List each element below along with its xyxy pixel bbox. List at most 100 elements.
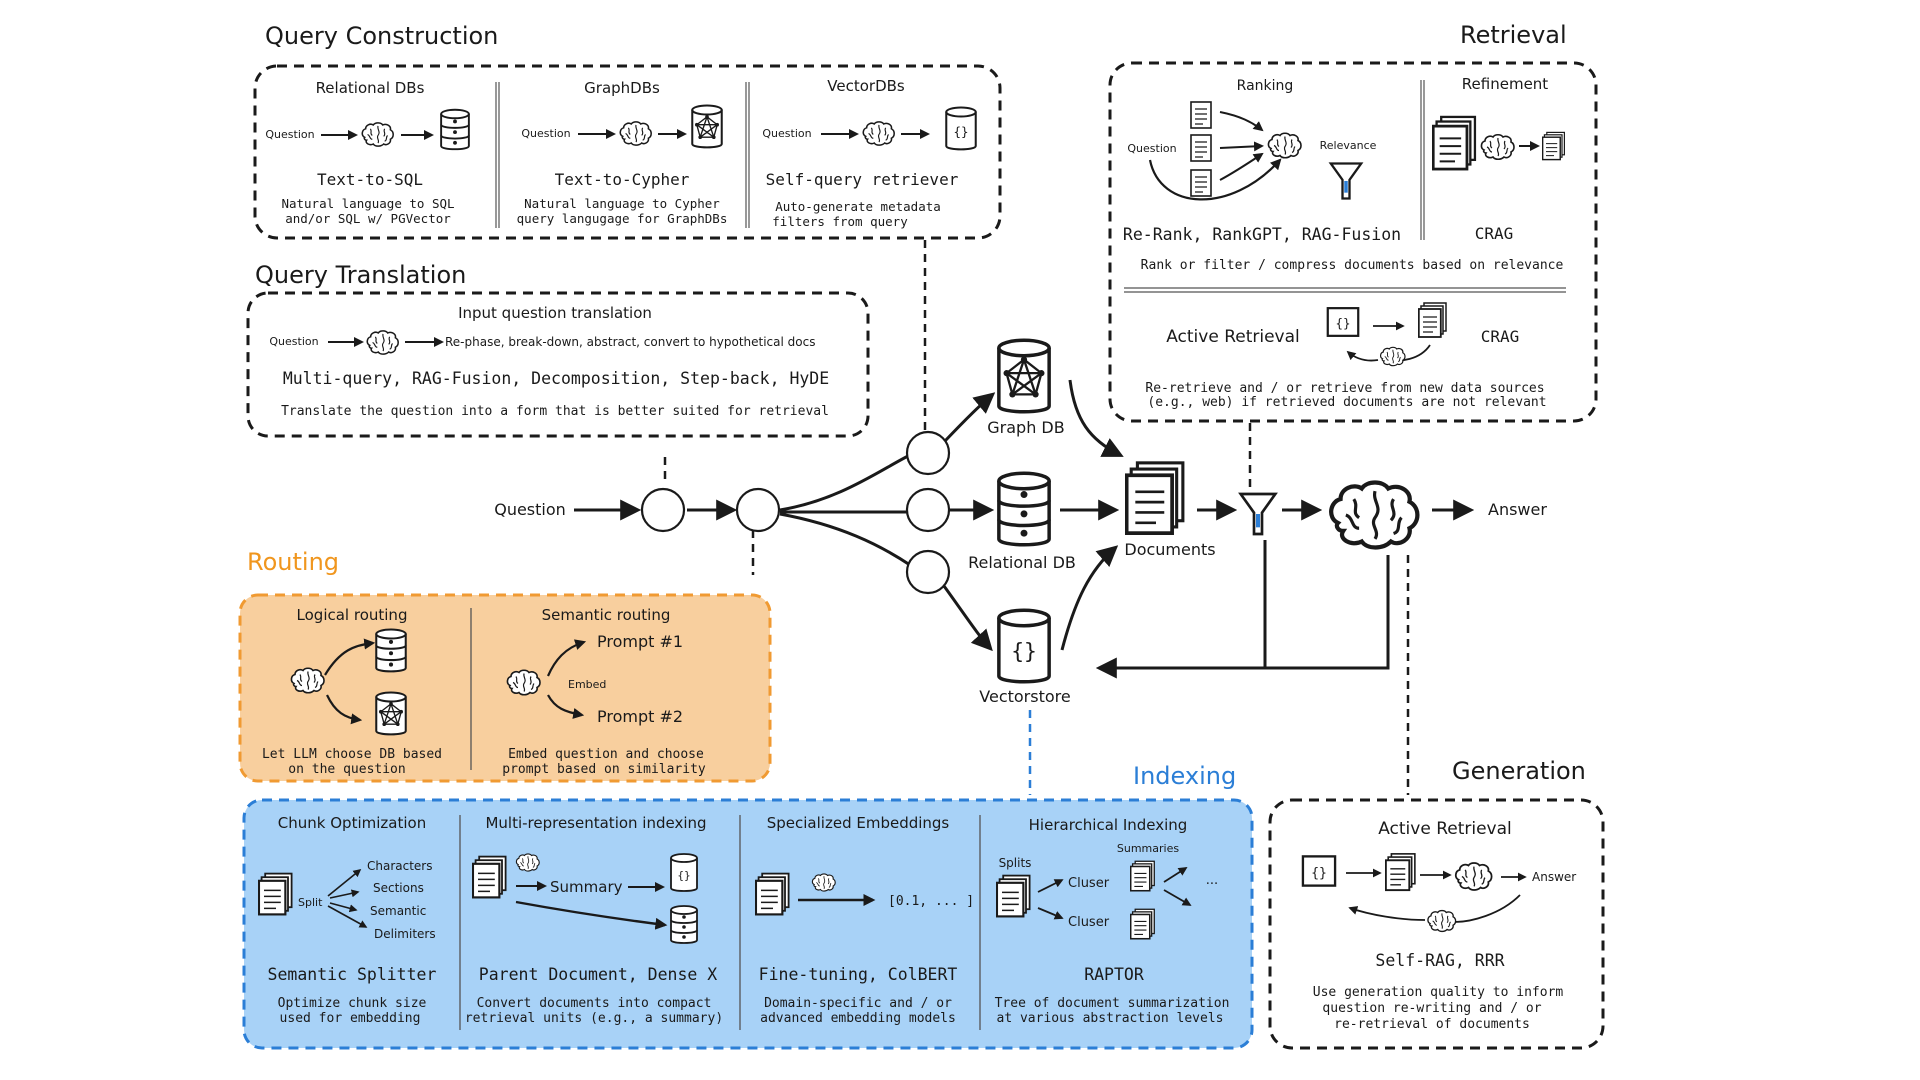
query-translation-panel: Input question translation Question Re-p…: [246, 291, 870, 438]
center-vectorstore: Vectorstore: [979, 687, 1070, 706]
filter-funnel-icon: [1239, 492, 1277, 536]
graph-database-icon: [691, 104, 723, 149]
document-icon: [1190, 134, 1212, 162]
qc-relational-question: Question: [265, 128, 314, 141]
idx-multi-desc1: Convert documents into compact: [477, 996, 712, 1011]
qc-graph-header: GraphDBs: [584, 79, 660, 97]
qt-methods: Multi-query, RAG-Fusion, Decomposition, …: [283, 369, 829, 388]
idx-chunk-split: Split: [298, 896, 323, 909]
brain-icon: [1267, 132, 1302, 159]
qc-graph-question: Question: [521, 127, 570, 140]
idx-hier-method: RAPTOR: [1084, 965, 1144, 984]
document-icon: [1190, 169, 1212, 197]
idx-chunk-method: Semantic Splitter: [268, 965, 437, 984]
idx-chunk-item-3: Delimiters: [374, 927, 436, 941]
idx-multi-desc2: retrieval units (e.g., a summary): [465, 1011, 723, 1026]
qc-relational-method: Text-to-SQL: [317, 170, 423, 189]
documents-icon: [996, 874, 1031, 918]
route-node-graph: [905, 430, 951, 476]
llm-brain-icon: [1331, 483, 1417, 548]
qc-relational-desc1: Natural language to SQL: [281, 196, 454, 211]
gen-desc1: Use generation quality to inform: [1313, 985, 1564, 1000]
database-icon: [375, 628, 407, 673]
ret-active-desc1: Re-retrieve and / or retrieve from new d…: [1145, 381, 1544, 396]
qt-question: Question: [269, 335, 318, 348]
brain-icon: [1379, 346, 1406, 367]
qc-vector-desc2: filters from query: [772, 214, 908, 229]
brain-icon: [361, 122, 394, 147]
idx-hier-desc1: Tree of document summarization: [995, 996, 1230, 1011]
documents-icon: [755, 872, 790, 916]
ret-active-label: Active Retrieval: [1166, 327, 1300, 347]
routing-logical-header: Logical routing: [297, 606, 408, 624]
center-answer: Answer: [1488, 500, 1547, 519]
routing-semantic-header: Semantic routing: [542, 606, 671, 624]
gen-header: Active Retrieval: [1378, 819, 1512, 839]
ret-ranking: Ranking: [1237, 78, 1294, 94]
qt-desc: Translate the question into a form that …: [281, 404, 829, 419]
indexing-panel: Chunk Optimization Split Characters Sect…: [242, 798, 1254, 1050]
documents-icon: [1130, 860, 1156, 892]
gen-answer: Answer: [1532, 870, 1576, 884]
center-graph-db: Graph DB: [987, 418, 1064, 437]
documents-icon: [1385, 852, 1416, 892]
retrieval-panel: Ranking Refinement Question Relevance Re…: [1108, 61, 1598, 423]
title-retrieval: Retrieval: [1460, 21, 1567, 49]
routing-embed: Embed: [568, 678, 606, 691]
ret-question: Question: [1127, 142, 1176, 155]
qc-vector-desc1: Auto-generate metadata: [775, 199, 941, 214]
qc-graph-desc1: Natural language to Cypher: [524, 196, 720, 211]
brain-icon: [862, 121, 895, 146]
qc-graph-method: Text-to-Cypher: [555, 170, 690, 189]
idx-hier-cluster2: Cluser: [1068, 915, 1110, 930]
route-node-relational: [905, 487, 951, 533]
qc-relational-header: Relational DBs: [316, 79, 425, 97]
generation-panel: Active Retrieval Answer Self-RAG, RRR Us…: [1268, 798, 1605, 1050]
brain-icon: [515, 853, 540, 872]
vectorstore-icon: [996, 608, 1052, 684]
document-icon: [1190, 101, 1212, 129]
brain-icon: [506, 669, 541, 696]
funnel-icon: [1329, 162, 1363, 200]
documents-icon: [1130, 908, 1156, 940]
idx-multi-header: Multi-representation indexing: [485, 814, 706, 832]
idx-hier-desc2: at various abstraction levels: [997, 1011, 1224, 1026]
routing-panel: Logical routing Let LLM choose DB based …: [238, 593, 772, 783]
title-routing: Routing: [247, 548, 339, 576]
idx-hier-header: Hierarchical Indexing: [1029, 816, 1188, 834]
idx-embed-vector: [0.1, ... ]: [888, 894, 974, 909]
title-generation: Generation: [1452, 757, 1586, 785]
gen-desc2: question re-writing and / or: [1322, 1001, 1541, 1016]
title-query-construction: Query Construction: [265, 22, 498, 50]
idx-chunk-item-2: Semantic: [370, 904, 426, 918]
router-node-2: [735, 487, 781, 533]
idx-hier-cluster1: Cluser: [1068, 876, 1110, 891]
idx-chunk-desc2: used for embedding: [280, 1011, 421, 1026]
gen-desc3: re-retrieval of documents: [1334, 1017, 1530, 1032]
center-flow: Question Graph DB Relational DB Vectorst…: [494, 240, 1547, 795]
routing-logical-desc1: Let LLM choose DB based: [262, 747, 442, 762]
brain-icon: [619, 121, 652, 146]
idx-chunk-desc1: Optimize chunk size: [278, 996, 427, 1011]
qt-header: Input question translation: [458, 304, 652, 322]
routing-prompt1: Prompt #1: [597, 632, 683, 651]
vectorstore-icon: [945, 106, 977, 151]
idx-embed-header: Specialized Embeddings: [767, 814, 950, 832]
qc-vector-question: Question: [762, 127, 811, 140]
documents-icon: [1125, 460, 1185, 536]
idx-hier-splits: Splits: [999, 856, 1032, 870]
relational-db-icon: [996, 471, 1052, 547]
idx-multi-summary: Summary: [550, 878, 623, 896]
qt-flow: Re-phase, break-down, abstract, convert …: [445, 335, 815, 349]
ret-crag: CRAG: [1475, 224, 1514, 243]
idx-multi-method: Parent Document, Dense X: [479, 965, 717, 984]
idx-chunk-item-0: Characters: [367, 859, 433, 873]
route-node-vector: [905, 549, 951, 595]
center-relational-db: Relational DB: [968, 553, 1076, 572]
center-question: Question: [494, 500, 566, 519]
routing-semantic-desc1: Embed question and choose: [508, 747, 704, 762]
ret-methods: Re-Rank, RankGPT, RAG-Fusion: [1123, 225, 1401, 244]
qc-vector-header: VectorDBs: [827, 77, 905, 95]
graph-db-icon: [997, 338, 1051, 414]
